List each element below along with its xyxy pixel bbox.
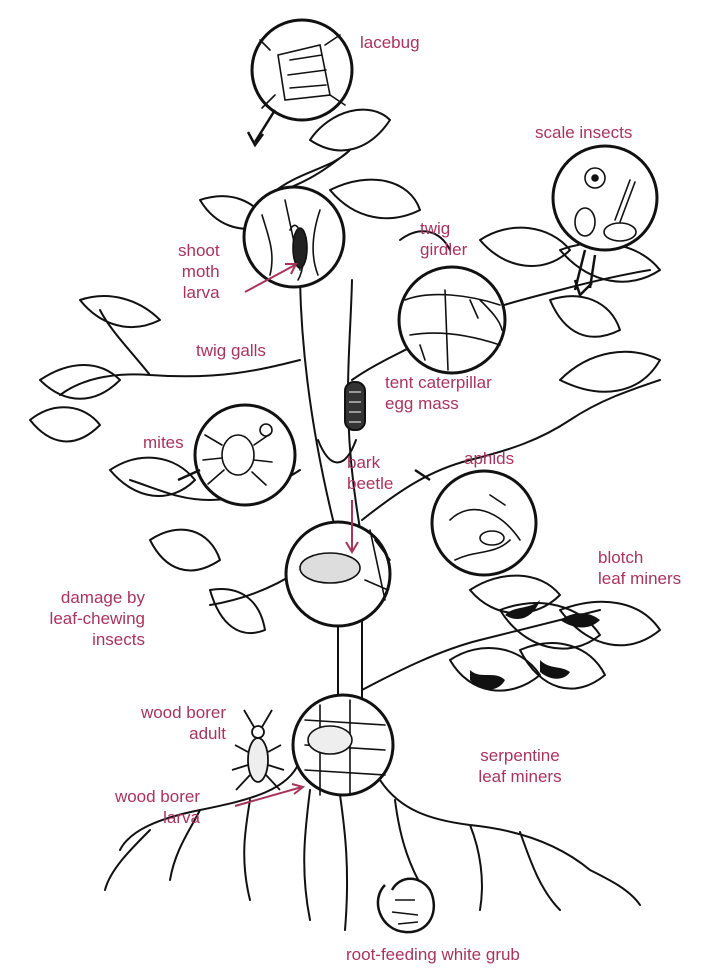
label-damage-leaf-chewing: damage by leaf-chewing insects (45, 587, 145, 650)
wood-borer-adult-figure (232, 710, 284, 790)
label-twig-girdler-line-2: girdler (420, 239, 467, 260)
label-bark-beetle-line-2: beetle (347, 473, 393, 494)
egg-mass (345, 382, 365, 430)
mite-arrow (178, 470, 200, 480)
label-shoot-moth-larva: shoot moth larva (178, 240, 220, 303)
label-blotch-line-2: leaf miners (598, 568, 681, 589)
label-tent-caterpillar-line-1: tent caterpillar (385, 372, 492, 393)
aphids-inset (432, 471, 536, 575)
lacebug-arrow (255, 110, 275, 142)
label-bark-beetle-line-1: bark (347, 452, 393, 473)
lacebug-inset (252, 20, 352, 120)
label-damage-line-1: damage by (45, 587, 145, 608)
label-twig-girdler-line-1: twig (420, 218, 467, 239)
label-wood-borer-adult-line-1: wood borer (118, 702, 226, 723)
label-wood-borer-larva: wood borer larva (92, 786, 200, 828)
label-serpentine-line-2: leaf miners (470, 766, 570, 787)
label-wood-borer-adult: wood borer adult (118, 702, 226, 744)
label-wood-borer-larva-line-1: wood borer (92, 786, 200, 807)
label-tent-caterpillar: tent caterpillar egg mass (385, 372, 492, 414)
mites-inset (195, 405, 295, 505)
label-serpentine-line-1: serpentine (470, 745, 570, 766)
label-root-feeding-white-grub: root-feeding white grub (346, 944, 520, 965)
label-blotch-line-1: blotch (598, 547, 681, 568)
label-wood-borer-larva-line-2: larva (92, 807, 200, 828)
label-blotch-leaf-miners: blotch leaf miners (598, 547, 681, 589)
label-shoot-moth-line-1: shoot (178, 240, 220, 261)
label-serpentine-leaf-miners: serpentine leaf miners (470, 745, 570, 787)
label-mites: mites (143, 432, 184, 453)
white-grub-figure (378, 879, 434, 932)
label-shoot-moth-line-3: larva (178, 282, 220, 303)
twig-girdler-inset (399, 267, 505, 373)
label-bark-beetle: bark beetle (347, 452, 393, 494)
label-shoot-moth-line-2: moth (178, 261, 220, 282)
label-damage-line-2: leaf-chewing (45, 608, 145, 629)
label-twig-girdler: twig girdler (420, 218, 467, 260)
label-aphids: aphids (464, 448, 514, 469)
label-lacebug: lacebug (360, 32, 420, 53)
label-twig-galls: twig galls (196, 340, 266, 361)
label-scale-insects: scale insects (535, 122, 632, 143)
label-wood-borer-adult-line-2: adult (118, 723, 226, 744)
label-tent-caterpillar-line-2: egg mass (385, 393, 492, 414)
label-damage-line-3: insects (45, 629, 145, 650)
